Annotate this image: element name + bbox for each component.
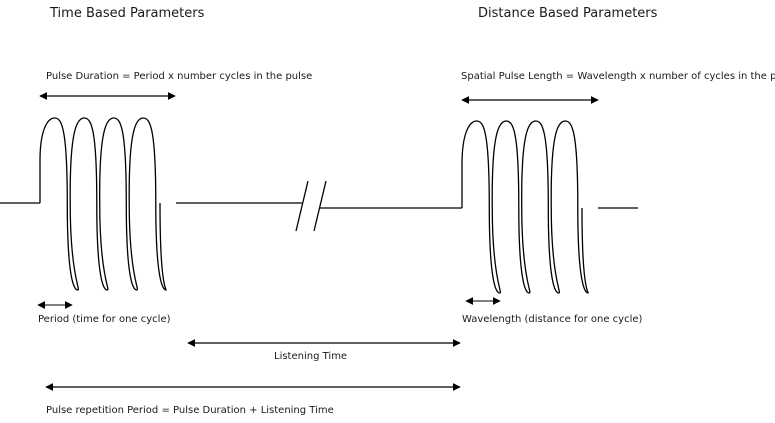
break-slash-right [313,180,327,232]
distance-based-heading: Distance Based Parameters [478,6,658,21]
pulse-duration-label: Pulse Duration = Period x number cycles … [46,71,313,82]
time-pulse-waveform [39,117,167,291]
time-based-heading: Time Based Parameters [50,6,205,21]
spatial-pulse-length-label: Spatial Pulse Length = Wavelength x numb… [461,71,775,82]
distance-pulse-waveform [461,120,589,294]
period-label: Period (time for one cycle) [38,314,171,325]
pulse-repetition-period-label: Pulse repetition Period = Pulse Duration… [46,405,334,416]
listening-time-label: Listening Time [274,351,348,362]
break-slash-left [295,180,309,232]
wavelength-label: Wavelength (distance for one cycle) [462,314,643,325]
